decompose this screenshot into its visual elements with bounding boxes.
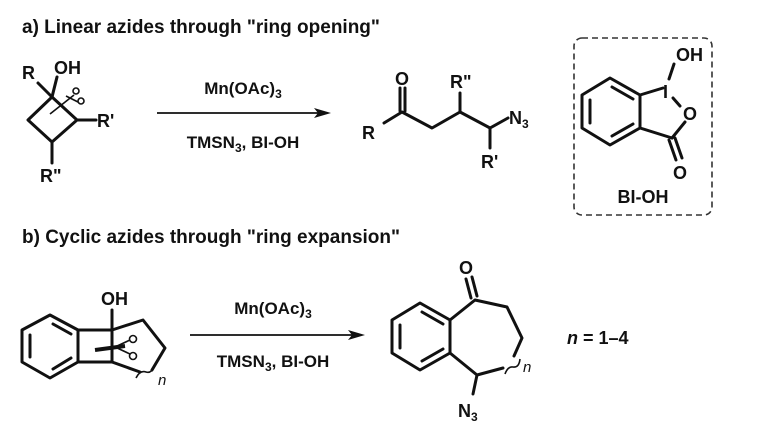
ring-bonds-upper xyxy=(448,298,524,358)
bi-oh-reagent-box: OH I O O BI-OH xyxy=(573,37,713,216)
label-oh: OH xyxy=(676,45,703,65)
carbon-chain xyxy=(382,110,510,130)
aromatic-bond-1 xyxy=(51,322,73,336)
label-o-carbonyl: O xyxy=(673,163,687,183)
label-r-double-prime: R" xyxy=(40,166,62,186)
cyclopentane-ring xyxy=(110,318,167,372)
cyclobutane-ring xyxy=(76,328,114,364)
panel-a-reactant: R OH R' R" xyxy=(22,58,114,186)
aromatic-bond-3 xyxy=(610,122,635,138)
aromatic-bond-1 xyxy=(610,85,635,101)
condition-above: Mn(OAc)3 xyxy=(204,79,282,101)
aromatic-bond-3 xyxy=(420,347,445,363)
label-oh: OH xyxy=(101,289,128,309)
arrow-head-icon xyxy=(348,330,365,340)
panel-a-arrow: Mn(OAc)3 TMSN3, BI-OH xyxy=(157,79,331,155)
label-r-double-prime: R" xyxy=(450,72,472,92)
bond-n3 xyxy=(471,373,479,396)
bond-oh xyxy=(50,75,59,99)
label-n: n xyxy=(158,372,166,389)
label-r-prime: R' xyxy=(97,111,114,131)
bi-oh-label: BI-OH xyxy=(618,187,669,207)
condition-above: Mn(OAc)3 xyxy=(234,299,312,321)
scope-label: n = 1–4 xyxy=(567,328,629,348)
bond-c-i xyxy=(638,86,665,97)
label-o: O xyxy=(459,258,473,278)
aromatic-bond-3 xyxy=(51,356,73,371)
panel-b-title: b) Cyclic azides through "ring expansion… xyxy=(22,227,400,248)
cyclobutane-ring xyxy=(26,95,79,144)
condition-below: TMSN3, BI-OH xyxy=(187,133,299,155)
panel-b-arrow: Mn(OAc)3 TMSN3, BI-OH xyxy=(190,299,365,374)
bond-i-oh xyxy=(667,62,676,81)
label-n3: N3 xyxy=(458,401,478,424)
carbonyl-bond-2 xyxy=(673,136,684,160)
bond-o-c xyxy=(670,120,687,140)
wavy-bond-icon xyxy=(504,358,521,375)
condition-below: TMSN3, BI-OH xyxy=(217,352,329,374)
dashed-border xyxy=(573,37,713,216)
panel-a-title: a) Linear azides through "ring opening" xyxy=(22,17,380,38)
scissors-icon xyxy=(94,334,138,361)
wavy-bond-icon xyxy=(135,363,156,379)
label-oh: OH xyxy=(54,58,81,78)
aromatic-bond-1 xyxy=(420,310,445,326)
label-r-prime: R' xyxy=(481,152,498,172)
label-n3: N3 xyxy=(509,108,529,131)
carbonyl-bond-1 xyxy=(464,277,473,300)
bond-c-c xyxy=(638,126,674,140)
panel-a-product: O R R" N3 R' xyxy=(362,69,529,172)
carbonyl-bond-1 xyxy=(667,138,678,162)
label-i: I xyxy=(663,82,668,102)
carbonyl-bond-2 xyxy=(470,275,479,298)
label-n-ring: n xyxy=(523,359,531,376)
scissors-icon xyxy=(49,87,85,115)
label-r: R xyxy=(362,123,375,143)
cyclopentane-bond xyxy=(110,360,142,374)
panel-b-reactant: OH n xyxy=(20,289,167,389)
panel-b-product: O n N3 xyxy=(390,258,531,424)
bond-i-o xyxy=(671,96,682,108)
label-o-ring: O xyxy=(683,104,697,124)
arrow-head-icon xyxy=(314,108,331,118)
label-o: O xyxy=(395,69,409,89)
ring-bonds-lower xyxy=(448,351,505,377)
label-r: R xyxy=(22,63,35,83)
bond-r xyxy=(36,81,54,99)
